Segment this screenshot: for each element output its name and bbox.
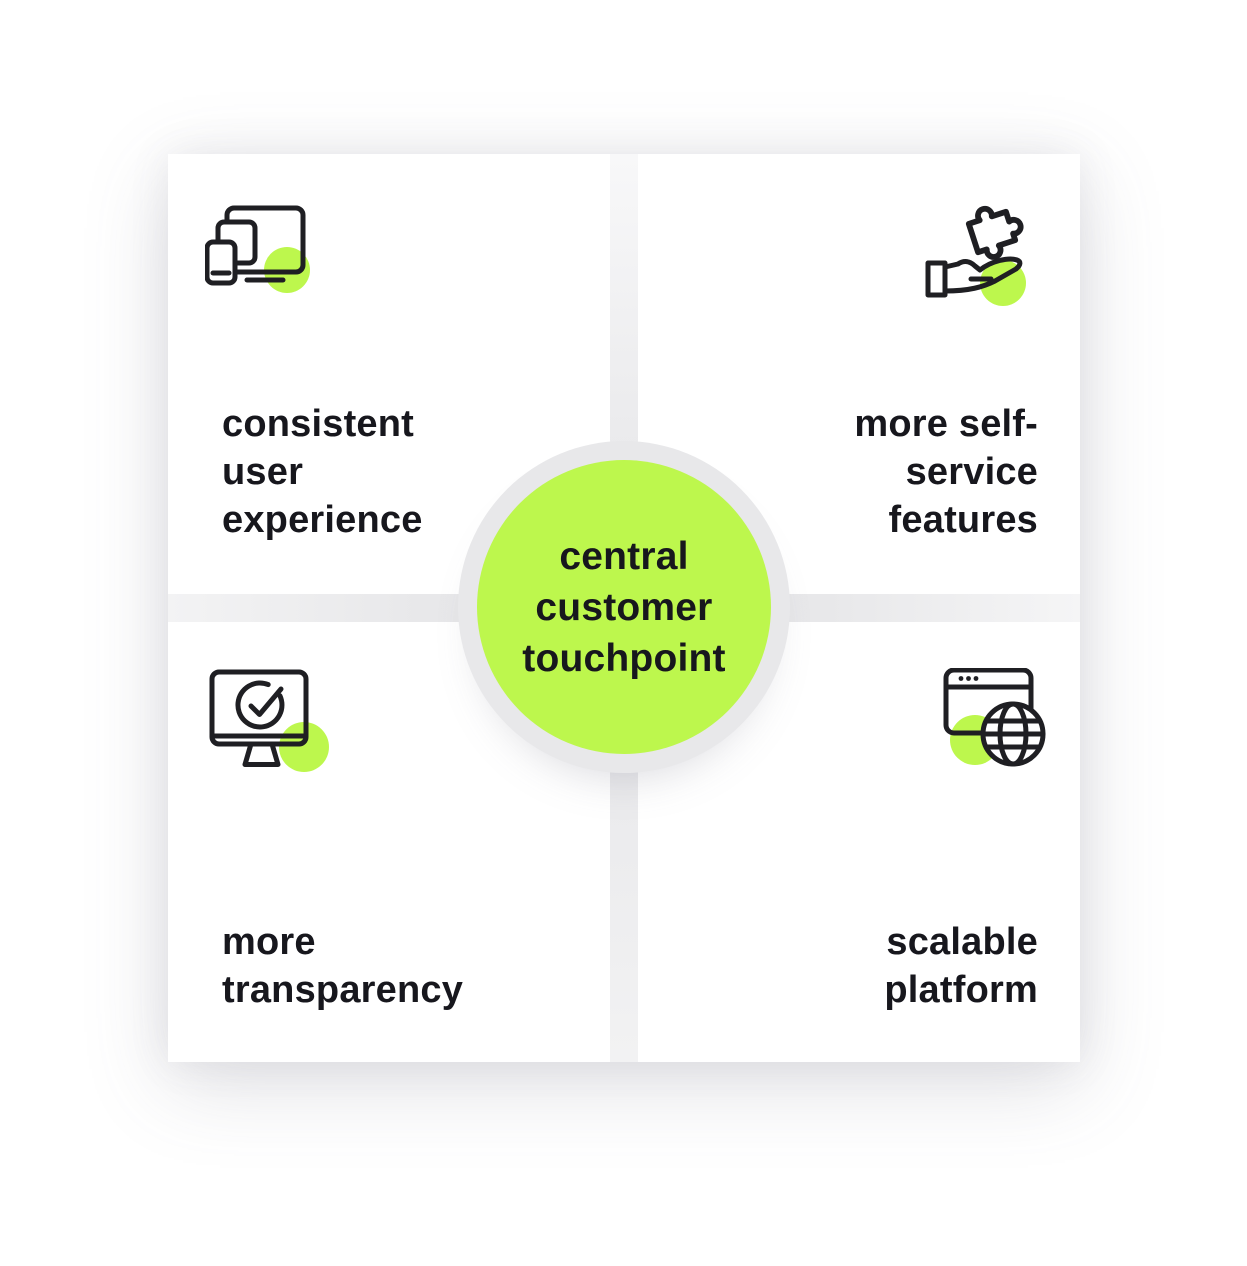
browser-globe-icon (943, 668, 1046, 767)
quadrant-more-self-service-features: more self- service features (638, 154, 1080, 594)
devices-icon (205, 205, 310, 293)
central-touchpoint-diagram: consistent user experience more self- se… (168, 154, 1080, 1062)
quadrant-label: scalable platform (884, 921, 1038, 1011)
quadrant-label: more transparency (222, 921, 464, 1011)
quadrant-label: consistent user experience (222, 403, 423, 541)
hand-puzzle-icon (925, 205, 1026, 306)
central-touchpoint-circle: central customer touchpoint (477, 460, 771, 754)
quadrant-label: more self- service features (854, 403, 1038, 541)
monitor-check-icon (209, 669, 329, 772)
central-circle-label: central customer touchpoint (522, 534, 726, 680)
